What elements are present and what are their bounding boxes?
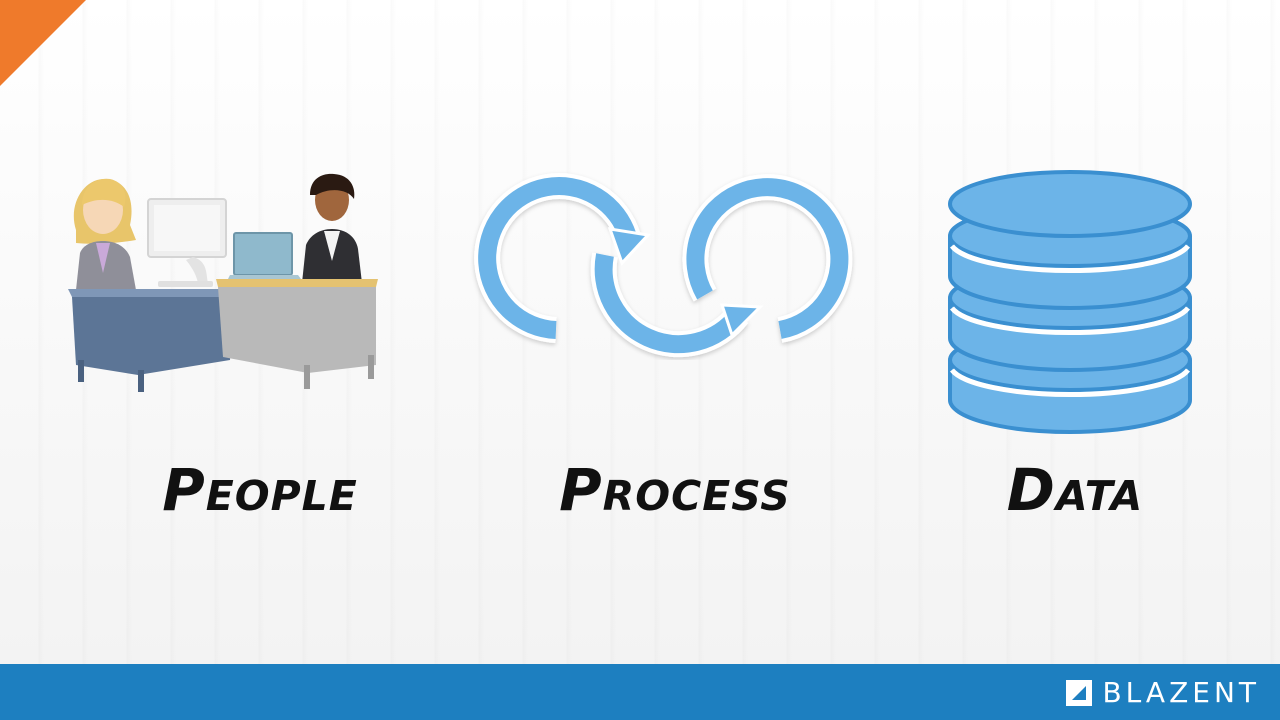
left-desk: [68, 289, 234, 392]
loop-arc-right: [686, 178, 849, 339]
footer-bar: BLAZENT: [0, 664, 1280, 720]
loop-arc-middle: [594, 253, 746, 354]
blazent-logo-icon: [1066, 680, 1093, 706]
database-layer-top: [948, 170, 1192, 238]
right-desk: [216, 279, 378, 389]
laptop: [226, 232, 304, 283]
arrowhead-left: [607, 227, 652, 266]
brand-logo: BLAZENT: [1066, 678, 1260, 708]
man-figure: [302, 173, 362, 283]
cycle-arrows-icon: [474, 173, 853, 358]
computer-monitor: [147, 198, 227, 287]
arrowhead-middle: [719, 303, 764, 338]
loop-arc-left: [478, 177, 637, 339]
label-process: Process: [559, 456, 791, 524]
label-people: People: [162, 456, 358, 524]
label-data: Data: [1006, 456, 1144, 524]
brand-name: BLAZENT: [1102, 676, 1260, 709]
woman-figure: [73, 178, 136, 290]
office-workers-illustration: [68, 173, 378, 392]
database-icon: [948, 170, 1192, 434]
corner-accent: [0, 0, 86, 86]
